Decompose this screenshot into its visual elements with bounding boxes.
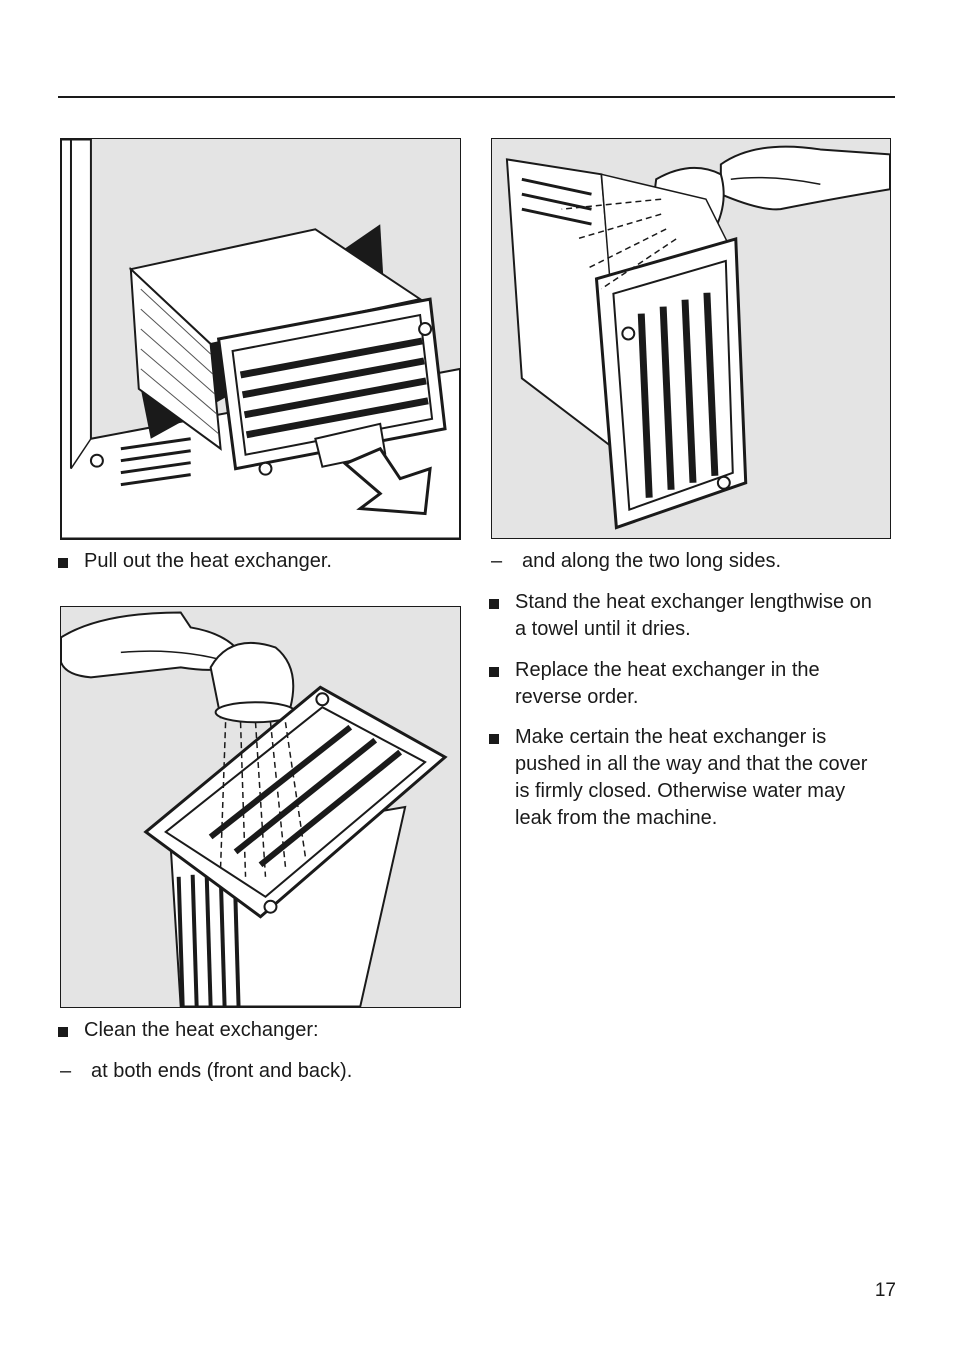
page-number: 17 — [874, 1280, 896, 1301]
step-stand-to-dry: Stand the heat exchanger lengthwise on a… — [489, 589, 885, 643]
heat-exchanger-pull-out-drawing — [61, 139, 460, 539]
substep-both-ends: at both ends (front and back). — [60, 1058, 454, 1085]
step-clean: Clean the heat exchanger: — [58, 1017, 454, 1044]
illustration-pull-out — [60, 138, 461, 540]
heat-exchanger-rinse-sides-drawing — [505, 145, 890, 530]
illustration-clean-ends — [60, 606, 461, 1008]
illustration-clean-sides — [491, 138, 891, 539]
header-rule — [58, 96, 895, 98]
step-replace: Replace the heat exchanger in the revers… — [489, 657, 885, 711]
step-pull-out: Pull out the heat exchanger. — [58, 548, 454, 575]
substep-long-sides: and along the two long sides. — [491, 548, 882, 575]
heat-exchanger-rinse-ends-drawing — [61, 611, 448, 1007]
step-verify-closed: Make certain the heat exchanger is pushe… — [489, 724, 885, 832]
